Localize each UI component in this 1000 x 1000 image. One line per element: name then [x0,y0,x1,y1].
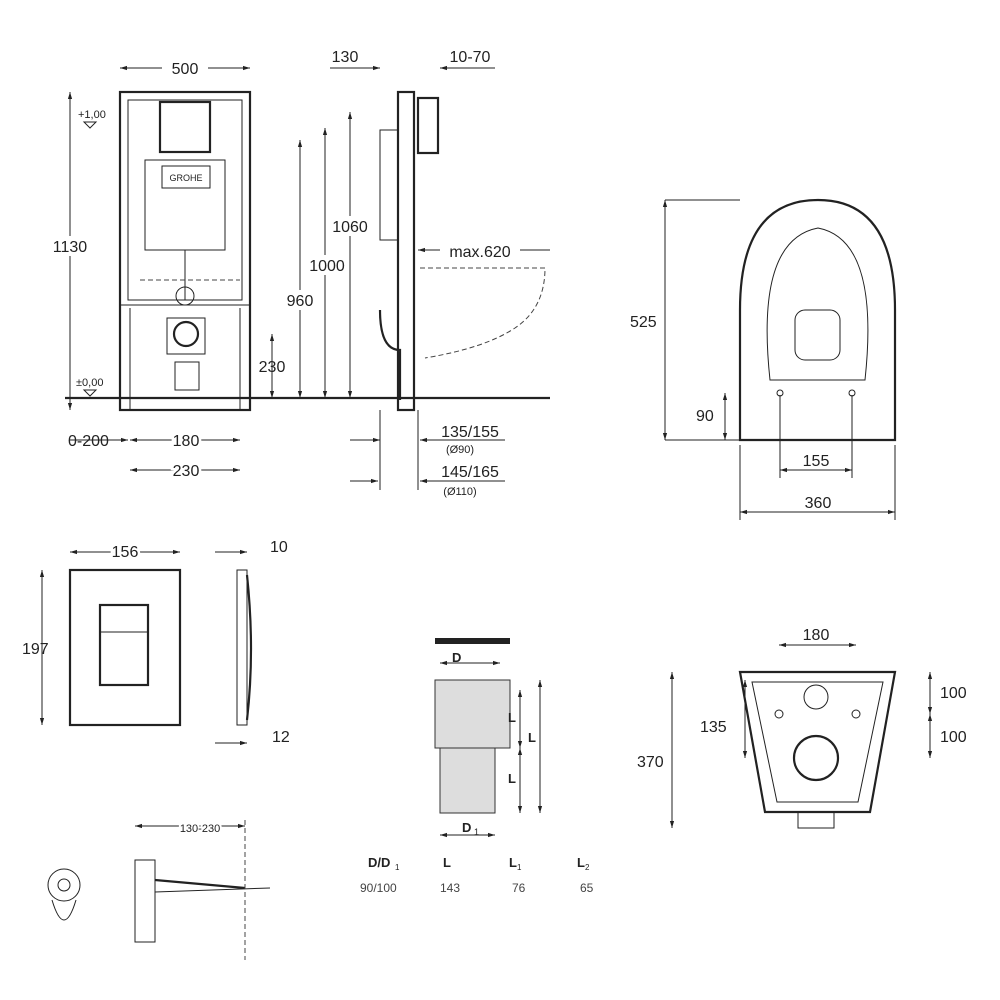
dim-1000: 1000 [309,258,345,275]
actuator-rod: 130-230 [47,820,271,960]
table-header: L [509,855,517,870]
pipe-label-l1: L [508,710,516,725]
logo-text: GROHE [169,173,202,183]
dim-135: 135 [700,719,727,736]
table-header-sub: 1 [517,863,522,872]
pipe-label-l2: L [508,771,516,786]
dim-plate-depth: 12 [272,729,290,746]
dim-bowl-width: 360 [805,495,832,512]
dim-d1: 135/155 [441,424,499,441]
dim-frame-height: 1130 [53,239,88,256]
table-header: L [577,855,585,870]
dim-plate-width: 156 [112,544,139,561]
table-header: D/D [368,855,390,870]
dim-960: 960 [287,293,314,310]
dim-frame-width: 500 [172,61,199,78]
dim-projection: max.620 [449,244,510,261]
bowl-back-view: 180 100 100 135 370 [637,627,967,829]
drain-pipe: D D 1 L L L [434,638,543,838]
table-header-sub: 1 [395,863,400,872]
dim-depth: 130 [332,49,359,66]
pipe-dimension-table: D/D 1 L L 1 L 2 90/100 143 76 65 [360,855,594,895]
dim-1060: 1060 [332,219,368,236]
pipe-label-d1: D [462,820,471,835]
dim-plate-thickness: 10 [270,539,288,556]
dim-hole-spacing: 155 [803,453,830,470]
pipe-label-d1-sub: 1 [474,827,479,837]
dim-d2: 145/165 [441,464,499,481]
dim-bowl-length: 525 [630,314,657,331]
dim-actuator-range: 130-230 [180,823,220,835]
table-cell: 65 [580,881,594,895]
dim-230-height: 230 [259,359,286,376]
dim-d1-note: (Ø90) [446,444,474,456]
dim-plate-height: 197 [22,641,49,658]
dim-adjust: 10-70 [450,49,491,66]
table-cell: 76 [512,881,526,895]
dim-100-upper: 100 [940,685,967,702]
flush-plate: 156 197 10 12 [22,539,290,746]
frame-side-view: 130 10-70 max.620 135/155 (Ø90) 145/165 … [330,49,550,498]
table-header: L [443,855,451,870]
bowl-top-view: 525 90 155 360 [630,198,897,520]
table-cell: 143 [440,881,460,895]
dim-hole-offset: 90 [696,408,714,425]
dim-180: 180 [173,433,200,450]
dim-230-width: 230 [173,463,200,480]
level-zero: ±0,00 [76,377,103,389]
frame-front-view: GROHE 500 1130 +1,00 ±0,00 960 1000 1060… [48,58,373,483]
pipe-label-d: D [452,650,461,665]
dim-d2-note: (Ø110) [443,486,476,498]
dim-100-lower: 100 [940,729,967,746]
dim-back-height: 370 [637,754,664,771]
pipe-label-l: L [528,730,536,745]
grohe-logo [161,165,211,189]
dim-offset: 0-200 [68,433,109,450]
table-cell: 90/100 [360,881,397,895]
dim-back-width: 180 [803,627,830,644]
table-header-sub: 2 [585,863,590,872]
level-top: +1,00 [78,109,106,121]
